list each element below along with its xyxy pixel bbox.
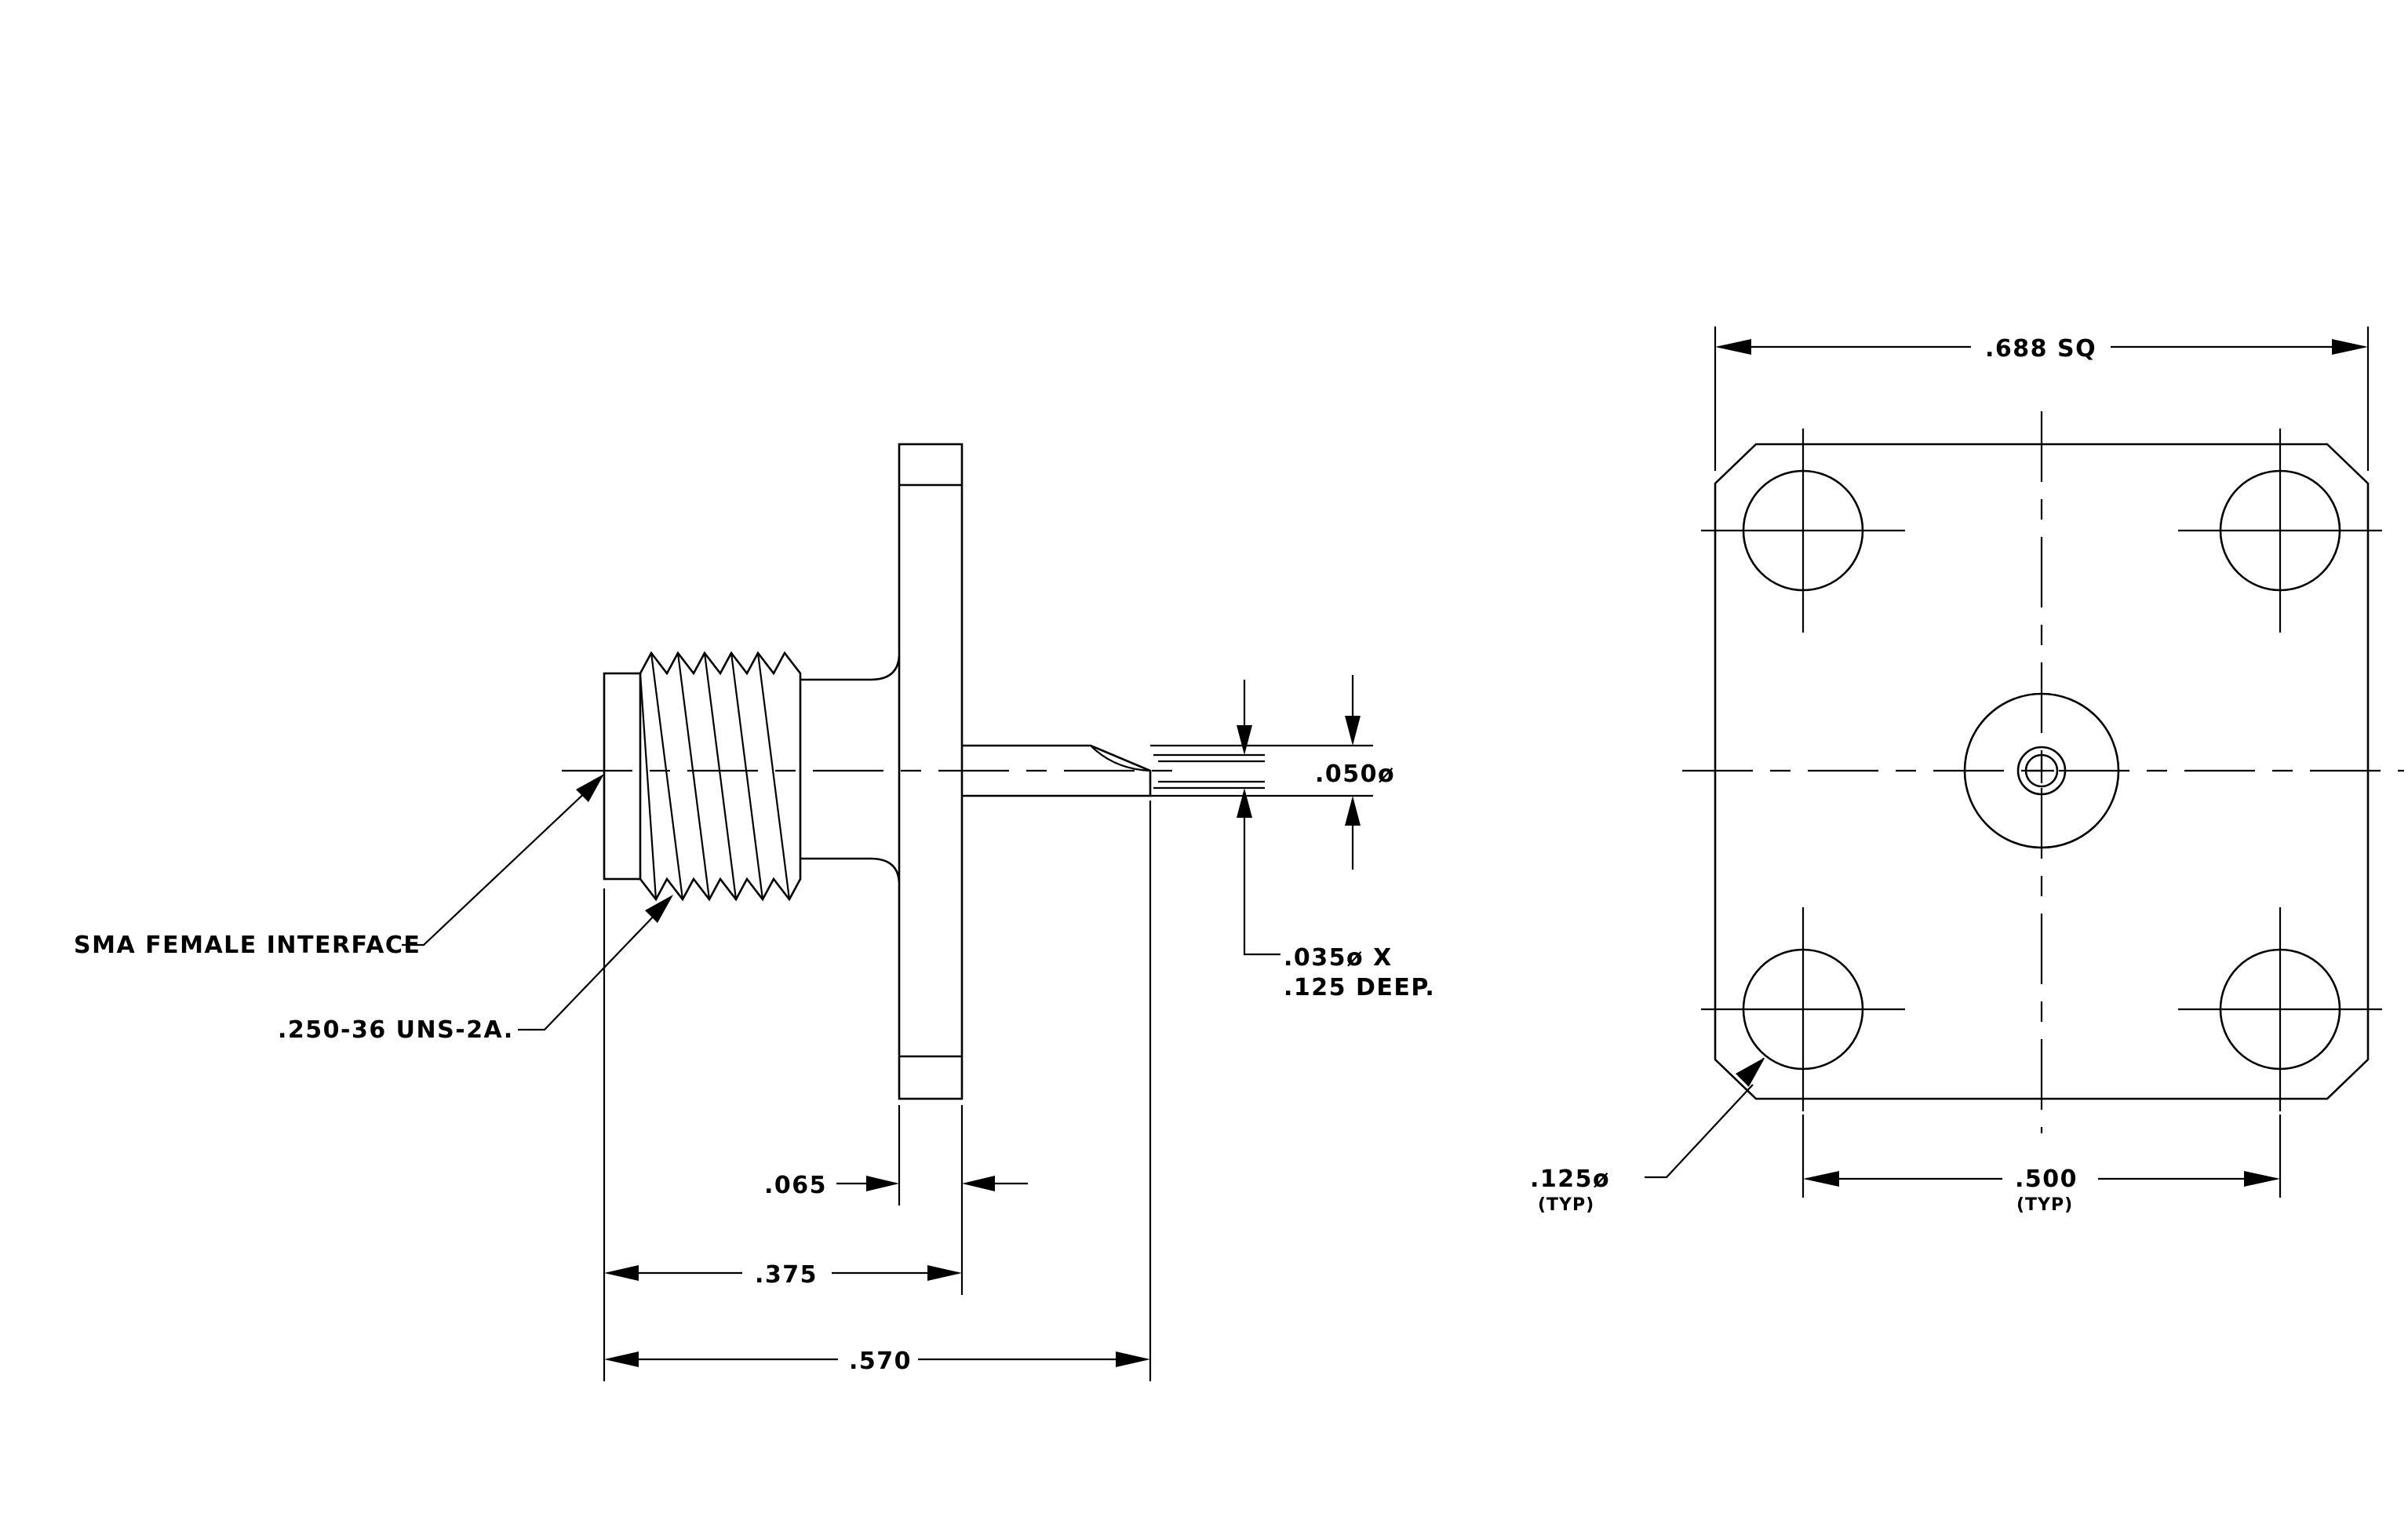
square-flange bbox=[1714, 443, 2370, 1100]
flange-square-dim: .688 SQ bbox=[1985, 335, 2097, 363]
mounting-holes bbox=[1701, 429, 2382, 1111]
interface-lip bbox=[603, 672, 642, 881]
flange-thickness-dim: .065 bbox=[764, 1172, 827, 1199]
hole-diameter-dim: .125ø bbox=[1530, 1165, 1610, 1193]
front-view: .688 SQ bbox=[1530, 326, 2404, 1215]
side-view: .050ø .035ø X .125 DEEP. SMA FEMALE INTE… bbox=[74, 443, 1435, 1381]
thread-lines bbox=[639, 652, 791, 900]
pin-diameter-label: .050ø bbox=[1315, 760, 1395, 788]
hole-spacing-dim: .500 bbox=[2015, 1165, 2078, 1193]
interface-callout: SMA FEMALE INTERFACE bbox=[74, 932, 421, 959]
pin-hole-label-2: .125 DEEP. bbox=[1284, 974, 1435, 1001]
body-neck bbox=[800, 655, 901, 681]
thread-callout: .250-36 UNS-2A. bbox=[278, 1016, 514, 1044]
pin-hole-label-1: .035ø X bbox=[1284, 944, 1393, 972]
hole-diameter-note: (TYP) bbox=[1538, 1195, 1594, 1215]
flange-to-face-dim: .375 bbox=[755, 1261, 818, 1289]
center-dielectric bbox=[1963, 692, 2120, 849]
center-contact-outer bbox=[2016, 746, 2067, 796]
hole-spacing-note: (TYP) bbox=[2016, 1195, 2073, 1215]
overall-length-dim: .570 bbox=[849, 1348, 912, 1375]
threaded-body bbox=[639, 651, 802, 902]
center-contact-inner bbox=[2024, 753, 2059, 788]
